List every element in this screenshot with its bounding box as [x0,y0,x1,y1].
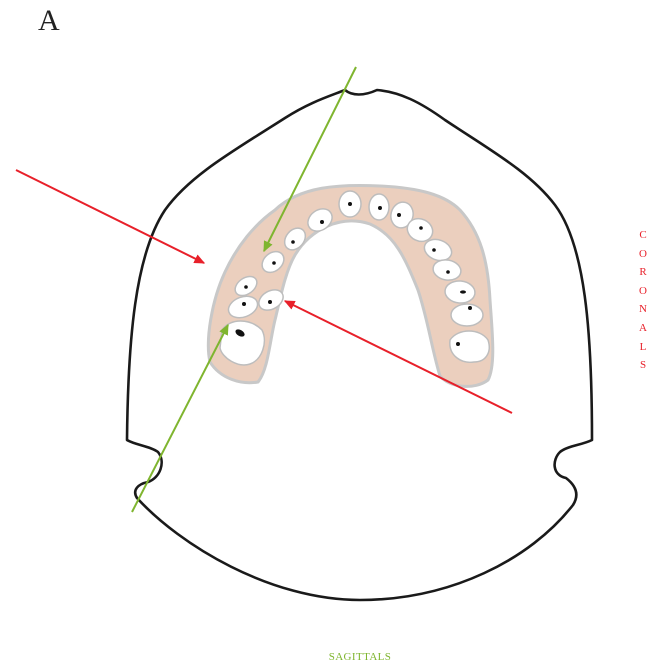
coronals-letter: O [639,284,647,297]
coronals-letter: R [639,266,647,279]
incisor-right-2 [390,201,414,229]
sagittals-label: SAGITTALS [328,651,392,663]
coronals-letter: N [639,303,647,316]
incisor-left-1 [283,227,307,251]
canine-right [406,217,434,243]
molar-left-1 [219,320,266,366]
coronal-line-lower [283,300,513,414]
coronals-letter: S [639,359,647,372]
incisor-left-2 [307,208,333,232]
root-canals [235,202,472,346]
coronal-line-upper [15,169,206,264]
head-outline [125,88,594,602]
molar-left-2 [227,295,259,319]
sagittal-line-upper [263,66,357,253]
teeth-left [219,190,362,366]
coronals-letter: A [639,321,647,334]
teeth-right [368,193,490,364]
premolar-left-1 [258,289,284,311]
coronals-letter: O [639,247,647,260]
coronals-letter: C [639,229,647,241]
premolar-right-1 [423,238,453,262]
coronals-letter: L [639,340,647,353]
sagittal-line-lower [131,323,229,513]
molar-right-2 [450,303,484,327]
premolar-right-2 [432,259,462,281]
molar-right-3 [449,330,490,364]
panel-letter: A [38,4,60,37]
